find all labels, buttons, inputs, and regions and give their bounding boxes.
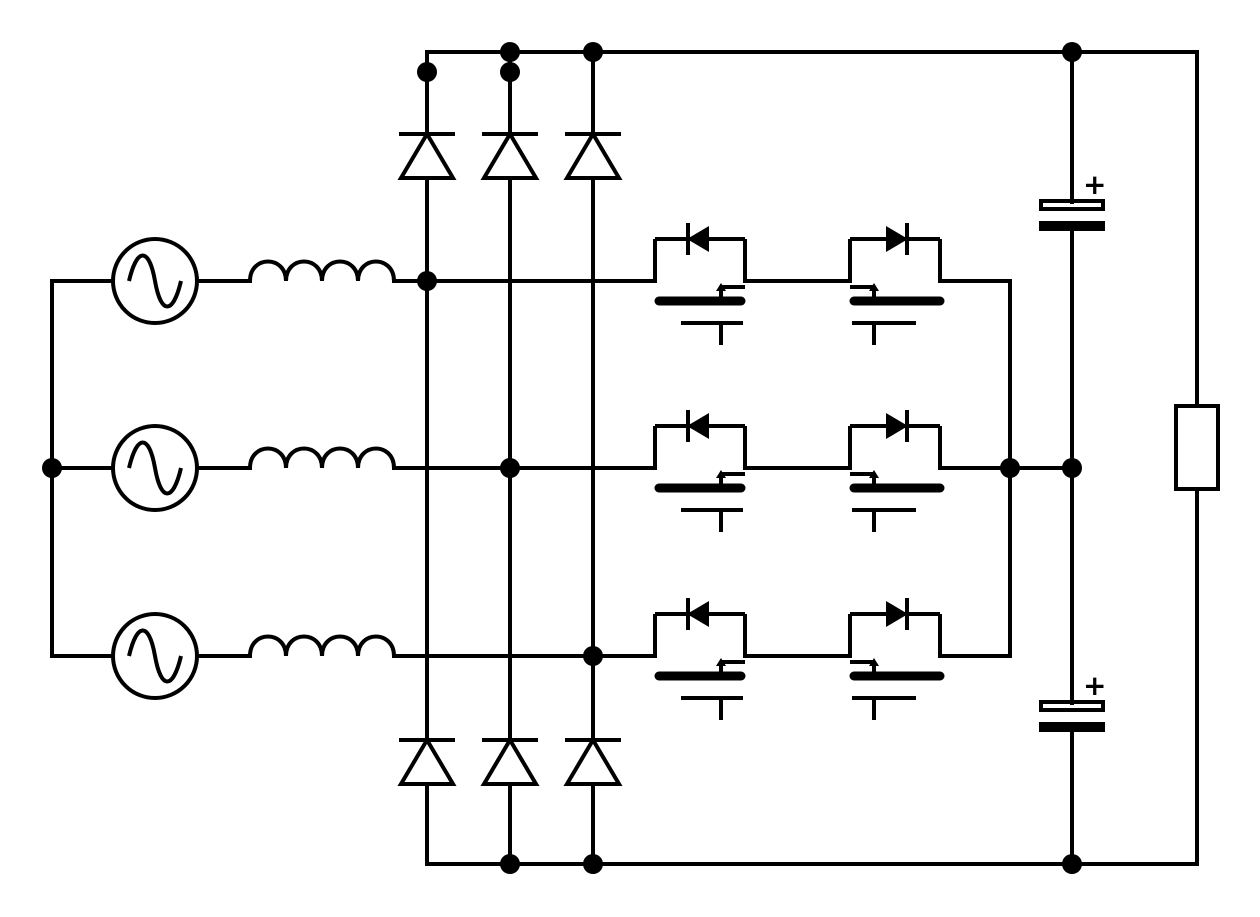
diode-upper-c [563,132,623,180]
inductor-phase-c [248,634,396,658]
ac-source-phase-b [111,424,199,512]
capacitor-upper: + [1039,168,1106,231]
capacitor-lower: + [1039,669,1106,732]
mosfet-c1 [655,598,745,720]
capacitor-lower-plus: + [1083,669,1106,702]
diode-lower-b [480,738,540,786]
junction-dots [42,42,1082,874]
dc-rails [425,50,1199,866]
diode-upper-a [397,132,457,180]
phase-lines [392,279,657,658]
mosfet-b2 [850,410,940,532]
diode-lower-a [397,738,457,786]
capacitor-upper-plus: + [1083,168,1106,201]
mosfet-b1 [655,410,745,532]
ac-source-phase-c [111,612,199,700]
inductor-phase-b [248,446,396,470]
diode-lower-c [563,738,623,786]
mosfet-a2 [850,223,940,345]
mosfet-a1 [655,223,745,345]
mosfet-c2 [850,598,940,720]
diode-upper-b [480,132,540,180]
ac-source-phase-a [111,237,199,325]
load-resistor [1174,50,1220,866]
inductor-phase-a [248,259,396,283]
source-inductor-wires [195,279,252,658]
